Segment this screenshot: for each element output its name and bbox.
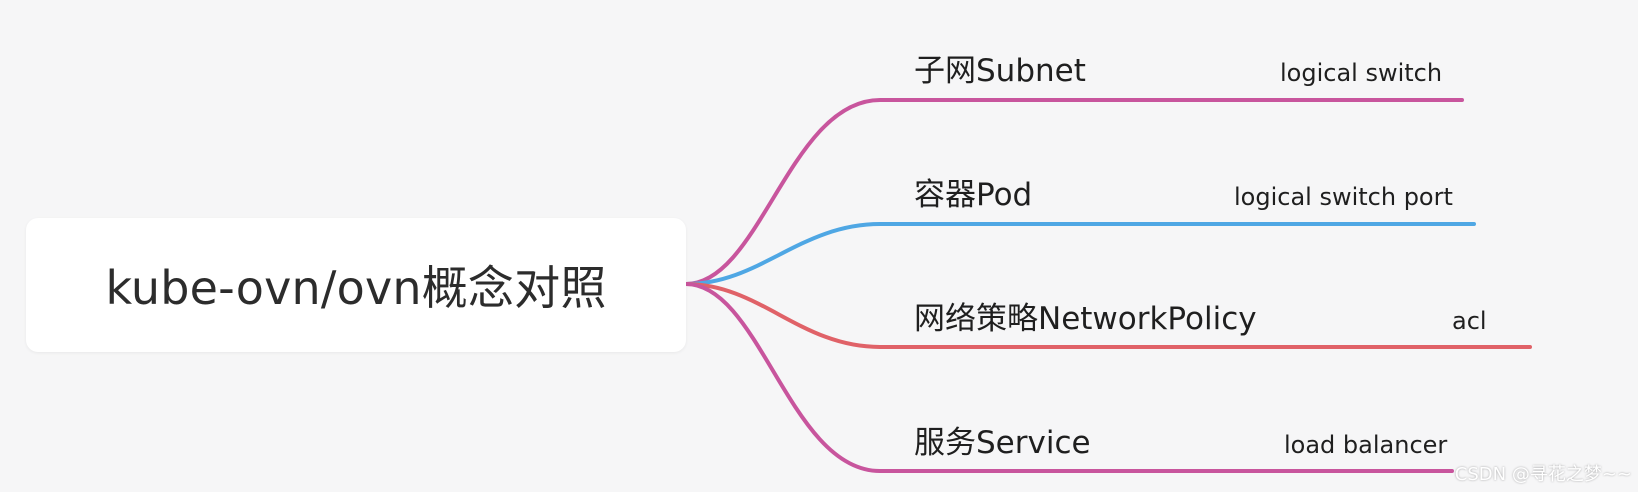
leaf-acl-label[interactable]: acl — [1452, 307, 1487, 335]
watermark: CSDN @寻花之梦~~ — [1454, 464, 1632, 485]
leaf-logical-switch-port-label[interactable]: logical switch port — [1234, 183, 1453, 211]
leaf-load-balancer-label[interactable]: load balancer — [1284, 431, 1448, 459]
branch-networkpolicy-label[interactable]: 网络策略NetworkPolicy — [914, 301, 1257, 337]
branch-pod-label[interactable]: 容器Pod — [914, 177, 1033, 213]
edge-service — [684, 282, 1454, 473]
leaf-logical-switch-label[interactable]: logical switch — [1280, 59, 1443, 87]
root-node-label: kube-ovn/ovn概念对照 — [105, 261, 607, 315]
root-node[interactable]: kube-ovn/ovn概念对照 — [26, 218, 686, 352]
edge-pod — [684, 222, 1476, 286]
edge-networkpolicy — [684, 282, 1532, 349]
branch-subnet-label[interactable]: 子网Subnet — [914, 53, 1086, 89]
edge-subnet — [684, 98, 1464, 286]
branch-service-label[interactable]: 服务Service — [914, 425, 1091, 461]
